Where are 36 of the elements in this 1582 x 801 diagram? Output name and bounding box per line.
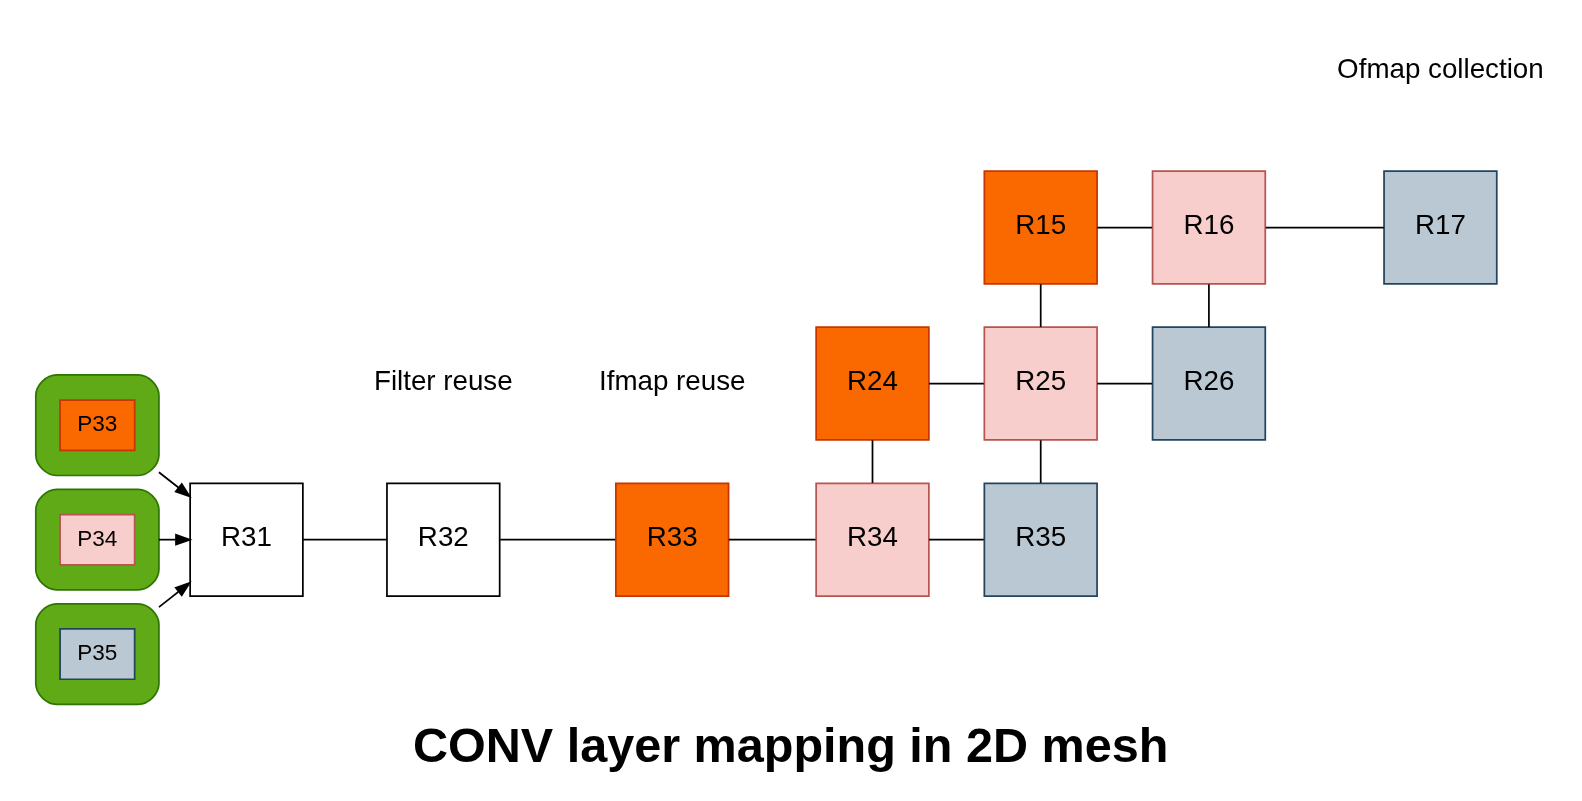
- label: Filter reuse: [373, 365, 513, 397]
- connector: [727, 538, 817, 541]
- node-box: R16: [1151, 170, 1267, 285]
- node-box: R35: [983, 482, 1098, 597]
- node-box: R34: [815, 482, 930, 597]
- node-box: R25: [983, 326, 1098, 441]
- arrow: [158, 581, 192, 608]
- node-box: P34: [59, 513, 136, 566]
- node-box: R33: [615, 482, 730, 597]
- diagram-title: CONV layer mapping in 2D mesh: [412, 718, 1169, 773]
- connector: [1096, 382, 1153, 385]
- label: Ofmap collection: [1337, 53, 1544, 85]
- node-box: R26: [1151, 326, 1267, 441]
- node-box: R24: [815, 326, 930, 441]
- arrow: [158, 533, 193, 546]
- node-box: R32: [386, 482, 501, 597]
- connector: [499, 538, 616, 541]
- connector: [928, 382, 985, 385]
- node-box: P33: [59, 399, 136, 452]
- connector: [302, 538, 388, 541]
- cluster: [34, 602, 160, 706]
- connector: [1039, 283, 1042, 328]
- cluster: [34, 374, 160, 477]
- connector: [1264, 226, 1385, 229]
- connector: [928, 538, 985, 541]
- node-box: R31: [189, 482, 304, 597]
- connector: [1096, 226, 1153, 229]
- node-box: R17: [1383, 170, 1498, 285]
- connector: [871, 439, 874, 484]
- connector: [1039, 439, 1042, 484]
- arrow: [158, 471, 192, 498]
- node-box: P35: [59, 628, 136, 681]
- connector: [1208, 283, 1210, 328]
- cluster: [34, 488, 160, 591]
- node-box: R15: [983, 170, 1098, 285]
- label: Ifmap reuse: [598, 365, 746, 397]
